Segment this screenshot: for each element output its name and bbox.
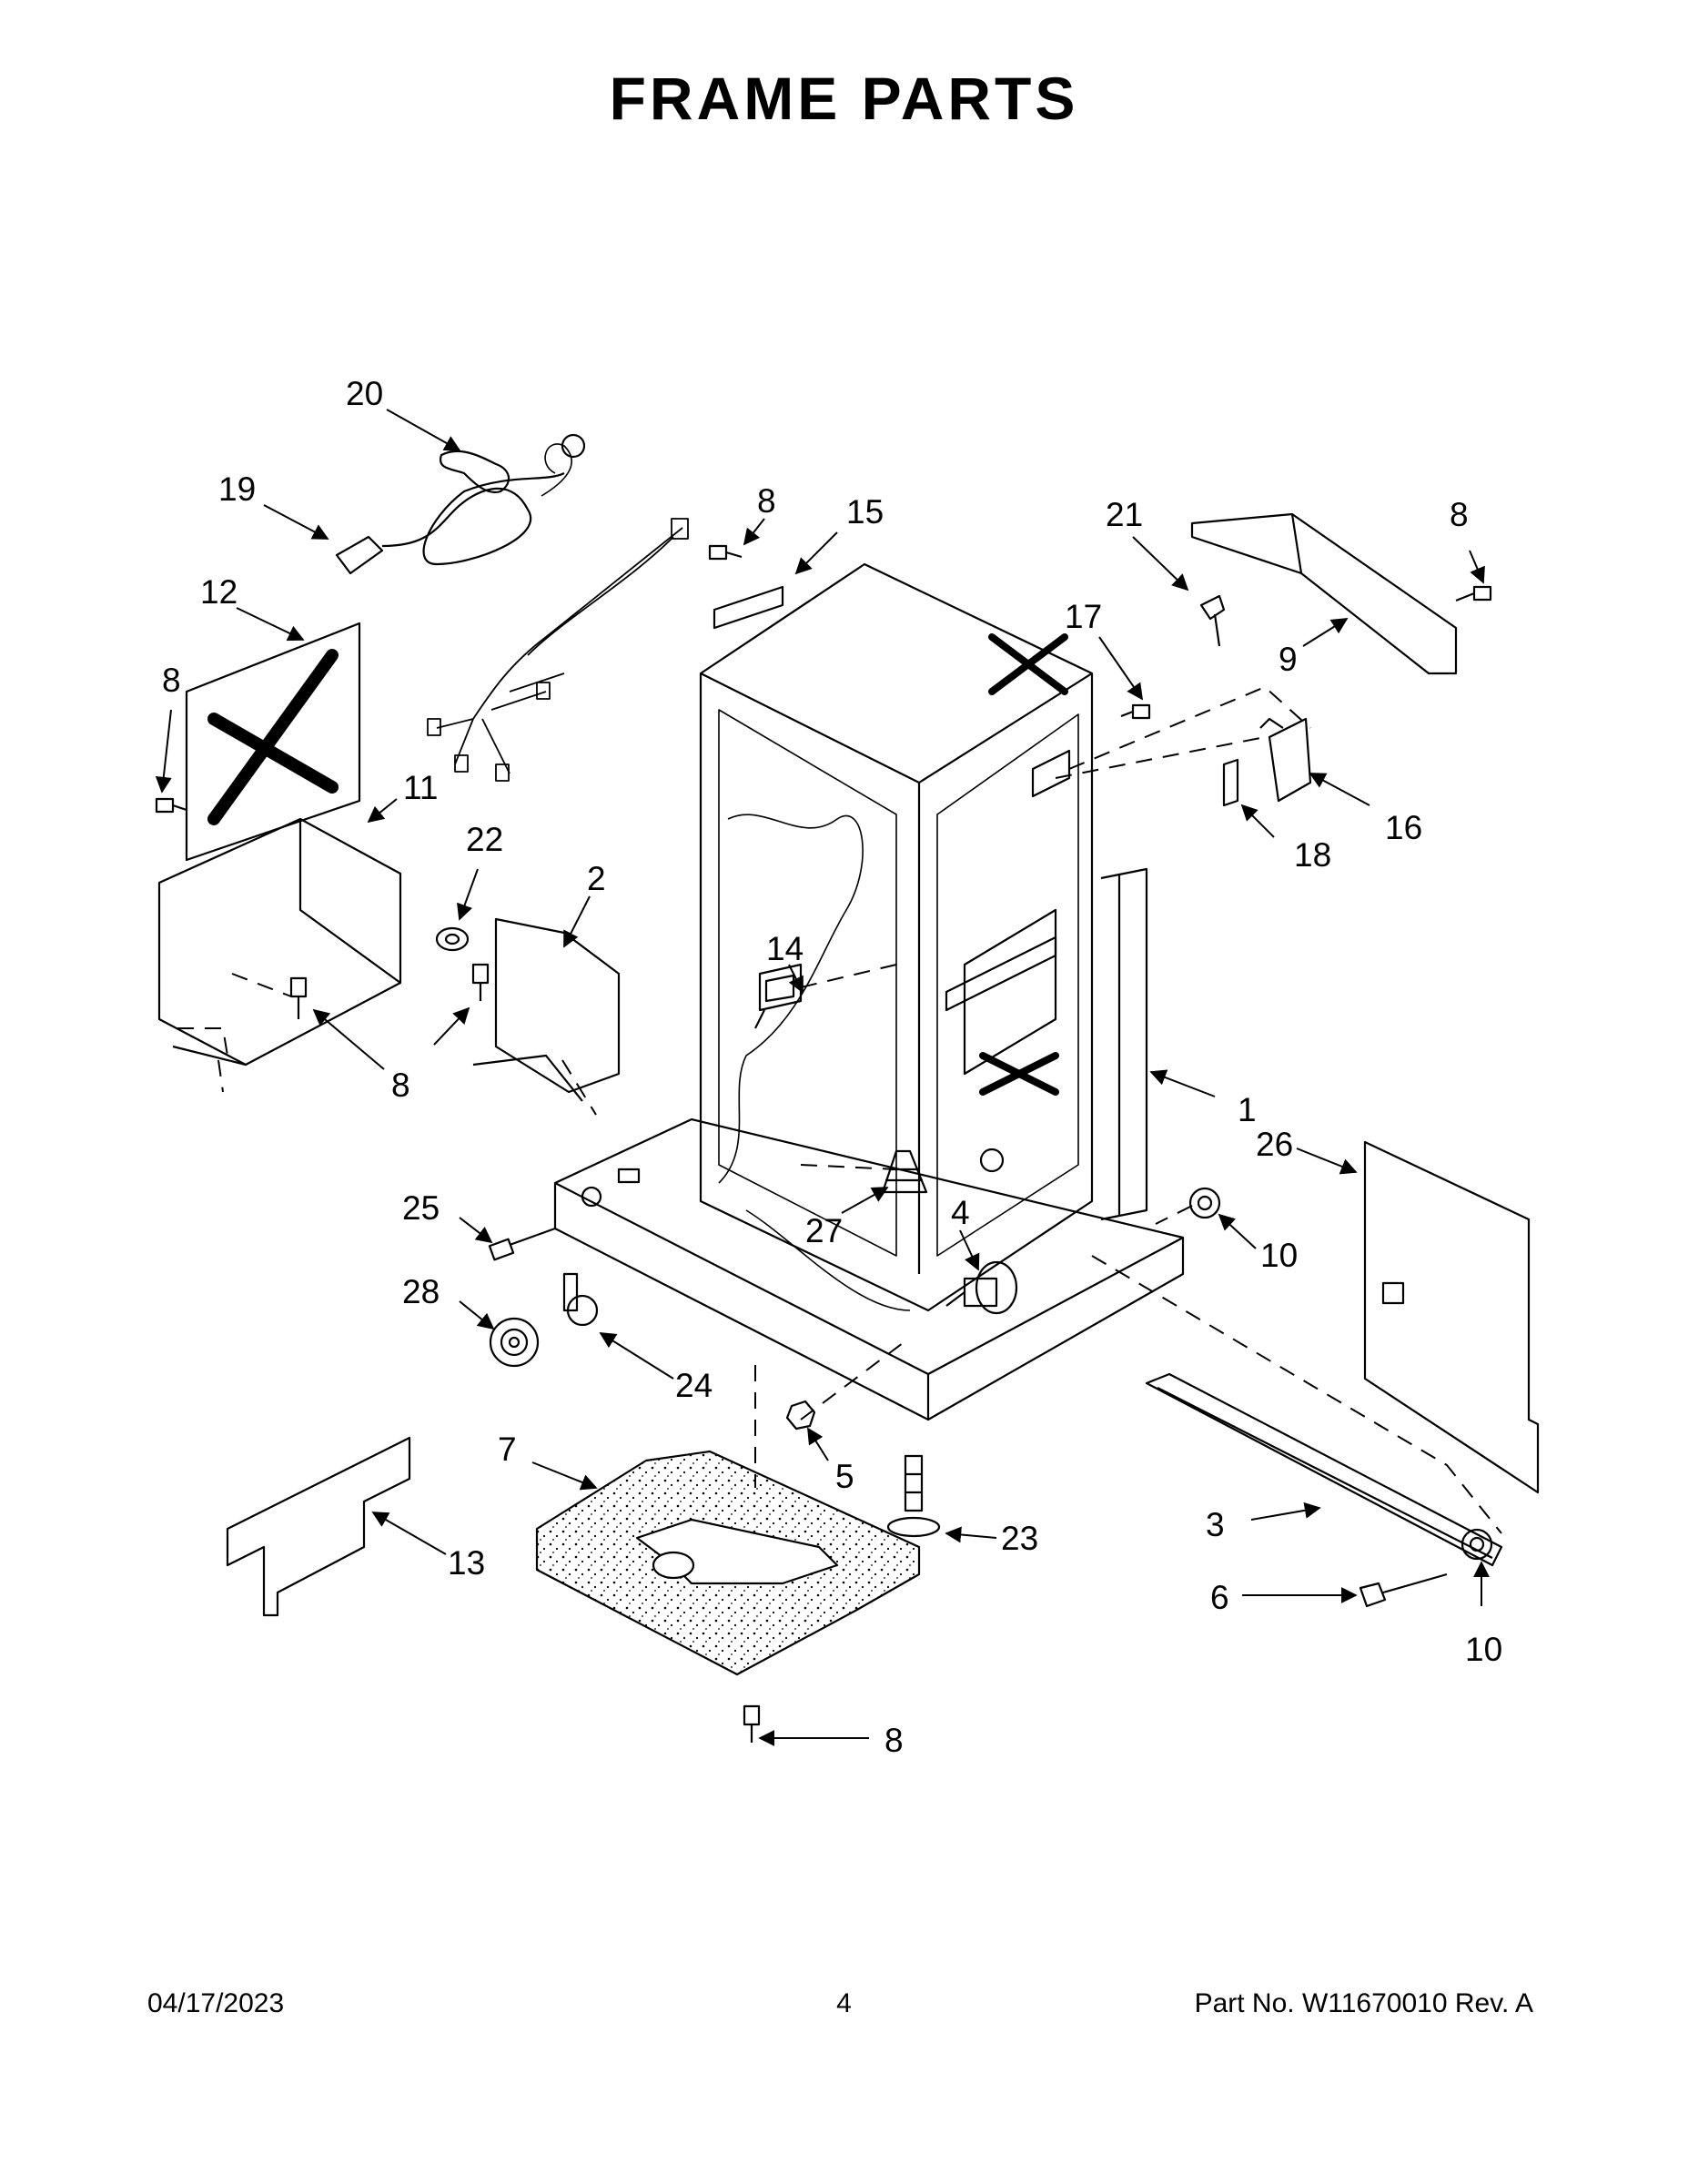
callout-17: 17: [1065, 598, 1102, 635]
callout-4: 4: [951, 1194, 970, 1231]
callout-28: 28: [402, 1273, 440, 1310]
strain-relief-part-20: [439, 433, 586, 494]
callout-22: 22: [466, 821, 503, 858]
page-title: FRAME PARTS: [609, 65, 1079, 132]
callout-1: 1: [1238, 1091, 1257, 1128]
callout-labels: 20 19 12 8 11 22 2 8 8 15 21 8 17 9 16 1…: [162, 375, 1502, 1759]
callout-24: 24: [675, 1367, 713, 1404]
plate-part-18: [1222, 758, 1239, 807]
callout-15: 15: [846, 493, 884, 531]
callout-8-left-panel: 8: [162, 662, 181, 699]
screw-part-8-group: [155, 544, 1492, 1743]
wire-harness: [427, 518, 689, 782]
callout-2: 2: [587, 860, 606, 897]
callout-8-bottom: 8: [884, 1722, 904, 1759]
screw-part-6: [1359, 1572, 1448, 1608]
callout-8-top-right: 8: [1450, 496, 1469, 533]
rear-panel-part-26: [1363, 1140, 1540, 1494]
base-pan: [553, 1117, 1185, 1421]
rocker-switch-part-14: [754, 963, 803, 1029]
rail-part-3: [1145, 1372, 1503, 1567]
leveling-leg-part-23: [886, 1454, 941, 1538]
callout-20: 20: [346, 375, 383, 412]
callout-18: 18: [1294, 836, 1331, 874]
footer-page-number: 4: [836, 1988, 852, 2018]
valve-part-4: [945, 1260, 1018, 1315]
callout-26: 26: [1256, 1126, 1293, 1163]
callout-23: 23: [1001, 1520, 1038, 1557]
callout-25: 25: [402, 1189, 440, 1227]
nut-part-10-upper: [1188, 1187, 1221, 1219]
callout-21: 21: [1106, 496, 1143, 533]
main-frame-part-1: [699, 562, 1148, 1312]
callout-leaders: [155, 409, 1490, 1746]
spacer-part-22: [435, 926, 470, 952]
callout-6: 6: [1210, 1579, 1229, 1616]
power-cord-part-19: [335, 443, 572, 575]
footer-part-number: Part No. W11670010 Rev. A: [1194, 1988, 1533, 2018]
callout-5: 5: [835, 1458, 854, 1495]
callout-3: 3: [1206, 1506, 1225, 1543]
callout-9: 9: [1279, 641, 1298, 678]
callout-12: 12: [200, 573, 238, 611]
callout-10-upper: 10: [1260, 1237, 1298, 1274]
callout-7: 7: [498, 1431, 517, 1468]
bracket-part-9: [1190, 512, 1458, 675]
callout-16: 16: [1385, 809, 1422, 846]
cover-part-11: [157, 817, 402, 1067]
bottom-tray-part-7: [535, 1450, 921, 1676]
side-panel-part-12: [185, 622, 361, 862]
caster-part-24: [562, 1272, 599, 1327]
callout-19: 19: [218, 470, 256, 508]
callout-14: 14: [766, 930, 804, 967]
nut-part-5: [785, 1400, 816, 1431]
screw-part-25: [488, 1227, 556, 1261]
panel-part-13: [226, 1436, 411, 1617]
callout-11: 11: [403, 769, 438, 806]
callout-8-cover: 8: [391, 1067, 410, 1104]
callout-8-bracket: 8: [757, 482, 776, 520]
callout-27: 27: [805, 1212, 843, 1249]
bracket-part-2: [472, 917, 621, 1102]
bracket-part-15: [713, 585, 784, 630]
callout-13: 13: [448, 1544, 485, 1582]
wheel-part-28: [489, 1317, 540, 1368]
bracket-part-17-mount: [1031, 749, 1071, 798]
callout-10-lower: 10: [1465, 1631, 1502, 1668]
clip-part-21: [1199, 594, 1226, 647]
switch-part-16: [1259, 717, 1312, 803]
assembly-dash-lines: [177, 686, 1502, 1534]
footer-date: 04/17/2023: [147, 1988, 285, 2018]
